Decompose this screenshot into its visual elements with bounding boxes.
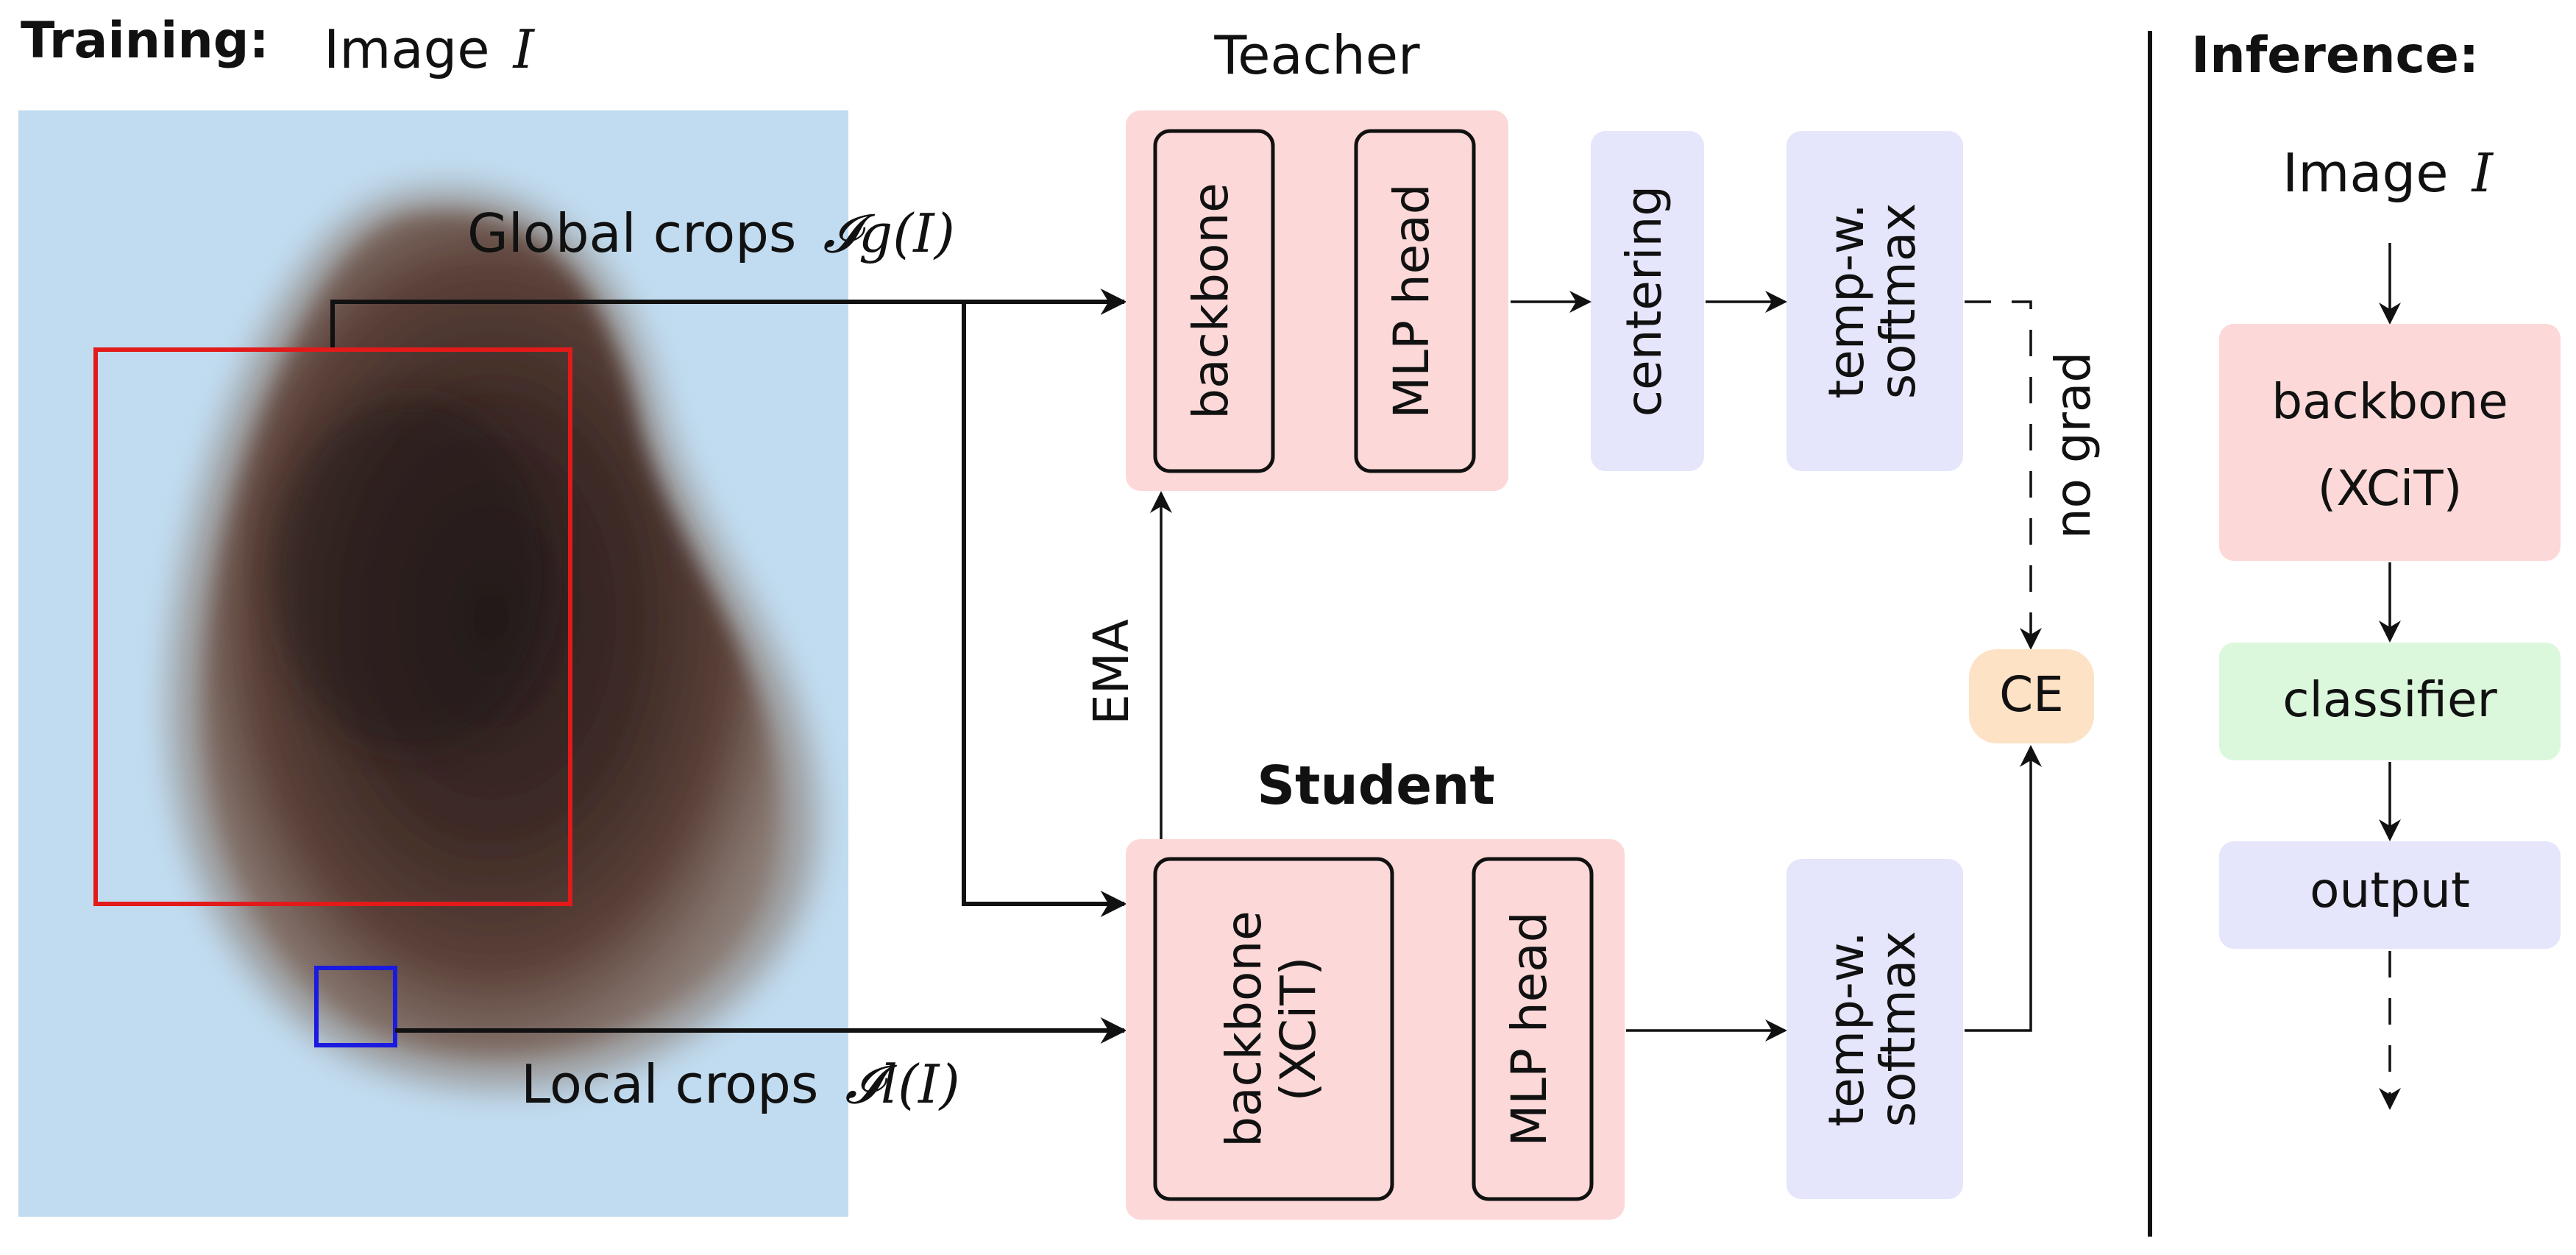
ce-label: CE bbox=[1999, 666, 2064, 723]
teacher-block: backbone MLP head bbox=[1126, 110, 1508, 491]
no-grad-label: no grad bbox=[2045, 352, 2101, 540]
local-crops-label: Local crops 𝓘l(I) bbox=[521, 1053, 960, 1115]
global-crop-arrow-student bbox=[962, 302, 1127, 917]
no-grad-path bbox=[1965, 300, 2042, 650]
lesion-core bbox=[272, 397, 552, 751]
ema-label: EMA bbox=[1083, 619, 1140, 725]
image-label: Image I bbox=[324, 18, 536, 80]
student-block: backbone (XCiT) MLP head bbox=[1126, 839, 1625, 1220]
output-label: output bbox=[2310, 862, 2470, 919]
dermoscopy-image bbox=[18, 110, 848, 1217]
teacher-backbone-box bbox=[1153, 129, 1275, 473]
student-backbone-label: backbone bbox=[1216, 911, 1272, 1148]
inference-image-label: Image I bbox=[2282, 142, 2494, 204]
inference-title: Inference: bbox=[2191, 26, 2479, 85]
student-mlp-head-label: MLP head bbox=[1501, 911, 1558, 1146]
teacher-mlp-head-label: MLP head bbox=[1383, 183, 1440, 418]
teacher-backbone-label: backbone bbox=[1182, 183, 1239, 420]
training-title: Training: bbox=[21, 12, 269, 70]
teacher-mlp-head-box bbox=[1354, 129, 1476, 473]
inference-backbone-label: backbone bbox=[2271, 373, 2508, 430]
global-crop-box bbox=[93, 347, 572, 906]
classifier-block: classifier bbox=[2219, 643, 2561, 760]
teacher-title: Teacher bbox=[1213, 24, 1420, 86]
inference-backbone-sub: (XCiT) bbox=[2318, 460, 2463, 517]
student-mlp-head-box bbox=[1472, 857, 1594, 1201]
classifier-label: classifier bbox=[2282, 671, 2497, 728]
global-crops-label: Global crops 𝓘g(I) bbox=[467, 202, 955, 264]
local-crop-box bbox=[314, 966, 397, 1047]
teacher-softmax-block: temp-w. softmax bbox=[1786, 131, 1963, 471]
student-softmax-line2: softmax bbox=[1870, 931, 1926, 1128]
centering-block: centering bbox=[1591, 131, 1704, 471]
inference-backbone-block: backbone (XCiT) bbox=[2219, 324, 2561, 561]
student-softmax-block: temp-w. softmax bbox=[1786, 859, 1963, 1199]
student-title: Student bbox=[1257, 754, 1495, 816]
global-crop-arrow-teacher bbox=[330, 289, 1127, 347]
student-backbone-box bbox=[1153, 857, 1394, 1201]
centering-label: centering bbox=[1616, 185, 1672, 417]
ce-block: CE bbox=[1969, 649, 2094, 743]
student-backbone-sub: (XCiT) bbox=[1270, 957, 1327, 1102]
student-softmax-line1: temp-w. bbox=[1818, 931, 1875, 1126]
teacher-softmax-line1: temp-w. bbox=[1818, 203, 1875, 398]
teacher-softmax-line2: softmax bbox=[1870, 203, 1926, 400]
arrow-student-softmax-to-ce bbox=[1965, 745, 2042, 1032]
output-block: output bbox=[2219, 841, 2561, 949]
